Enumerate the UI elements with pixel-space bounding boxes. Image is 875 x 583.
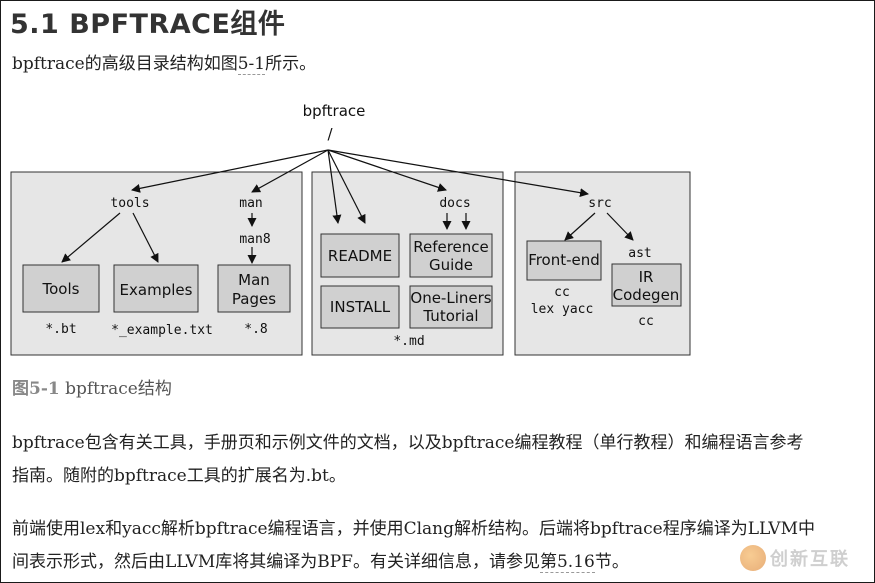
dir-man: man (239, 196, 262, 211)
box-one-liners (409, 285, 493, 329)
arrow-root-src (327, 149, 589, 198)
box-install-label: INSTALL (330, 298, 391, 316)
box-front-end (526, 240, 602, 281)
section-ref-link[interactable]: 第5.16 (539, 552, 595, 573)
arrow-tools-examples (132, 212, 159, 263)
root-arrows (131, 149, 589, 224)
arrow-root-readme-2 (327, 149, 366, 224)
arrow-root-docs (327, 149, 447, 192)
figure-caption-number: 图5-1 (12, 379, 60, 399)
box-ir-codegen-line2: Codegen (613, 286, 680, 304)
box-tools (22, 264, 100, 313)
paragraph-frontend-line2-after: 节。 (594, 552, 629, 572)
file-label-cc-front: cc (554, 285, 570, 300)
box-one-liners-line2: Tutorial (422, 307, 478, 325)
paragraph-frontend-line1: 前端使用lex和yacc解析bpftrace编程语言，并使用Clang解析结构。… (12, 519, 815, 539)
file-label-example-txt: *_example.txt (111, 323, 213, 338)
watermark-text: 创新互联 (770, 549, 850, 570)
intro-text-before: bpftrace的高级目录结构如图 (12, 54, 238, 74)
intro-text-after: 所示。 (265, 54, 317, 74)
box-examples-label: Examples (120, 281, 193, 299)
arrow-src-ast (606, 212, 634, 241)
root-label: bpftrace (303, 102, 366, 120)
figure-caption-text: bpftrace结构 (59, 379, 172, 399)
arrow-root-tools (131, 149, 329, 193)
dir-ast: ast (628, 246, 651, 261)
paragraph-frontend-line2-before: 间表示形式，然后由LLVM库将其编译为BPF。有关详细信息，请参见 (12, 552, 540, 572)
box-reference-guide-line2: Guide (429, 256, 473, 274)
box-front-end-label: Front-end (528, 251, 600, 269)
arrow-src-frontend (564, 212, 596, 241)
box-tools-label: Tools (42, 280, 80, 298)
dir-man8: man8 (239, 232, 270, 247)
sub-arrows (61, 212, 634, 264)
box-man-pages-line2: Pages (232, 290, 276, 308)
paragraph-components: bpftrace包含有关工具，手册页和示例文件的文档，以及bpftrace编程教… (12, 427, 803, 493)
box-examples (113, 264, 199, 313)
figure-ref-link[interactable]: 5-1 (237, 54, 266, 75)
arrow-root-man (251, 149, 329, 193)
arrow-root-readme (327, 149, 342, 224)
watermark-logo-icon (740, 545, 766, 571)
box-man-pages-line1: Man (238, 271, 270, 289)
box-man-pages (217, 264, 291, 313)
file-label-cc-ir: cc (638, 314, 654, 329)
section-heading: 5.1 BPFTRACE组件 (10, 9, 286, 40)
file-label-md: *.md (393, 334, 424, 349)
dir-src: src (588, 196, 611, 211)
box-one-liners-line1: One-Liners (410, 289, 491, 307)
paragraph-frontend-line2: 间表示形式，然后由LLVM库将其编译为BPF。有关详细信息，请参见第5.16节。 (12, 546, 815, 579)
box-reference-guide-line1: Reference (413, 238, 489, 256)
arrow-tools-tools (61, 212, 121, 263)
file-label-lex-yacc: lex yacc (531, 302, 594, 317)
root-slash: / (327, 125, 333, 143)
box-ir-codegen (611, 263, 682, 307)
bpftrace-structure-diagram: bpftrace / tools man man8 docs src ast T… (10, 102, 691, 356)
watermark: 创新互联 (740, 542, 870, 574)
dir-tools: tools (110, 196, 149, 211)
intro-paragraph: bpftrace的高级目录结构如图5-1所示。 (12, 48, 316, 81)
figure-caption: 图5-1 bpftrace结构 (12, 374, 172, 399)
box-install (320, 285, 400, 329)
box-readme (320, 233, 400, 278)
file-label-bt: *.bt (45, 322, 76, 337)
box-readme-label: README (328, 247, 392, 265)
file-label-dot8: *.8 (244, 322, 267, 337)
paragraph-components-line1: bpftrace包含有关工具，手册页和示例文件的文档，以及bpftrace编程教… (12, 433, 804, 453)
paragraph-components-line2: 指南。随附的bpftrace工具的扩展名为.bt。 (12, 466, 346, 486)
dir-docs: docs (439, 196, 470, 211)
box-reference-guide (409, 233, 493, 278)
paragraph-frontend-backend: 前端使用lex和yacc解析bpftrace编程语言，并使用Clang解析结构。… (12, 513, 815, 579)
box-ir-codegen-line1: IR (639, 268, 654, 286)
